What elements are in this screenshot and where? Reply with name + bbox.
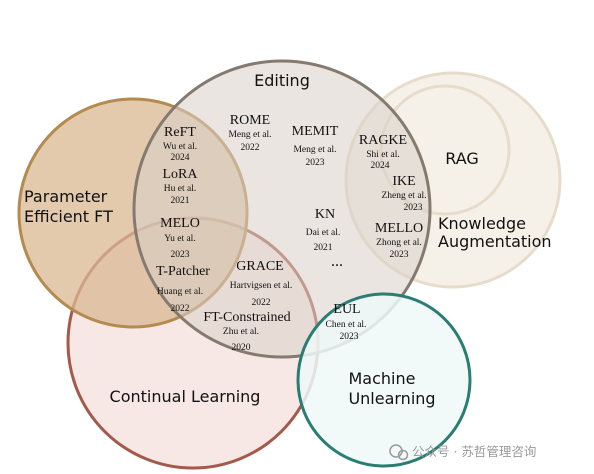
method-citation: Dai et al. bbox=[306, 228, 341, 238]
method-year: 2021 bbox=[314, 243, 333, 253]
method-citation: Hu et al. bbox=[164, 184, 196, 194]
method-eul: EUL Chen et al. 2023 bbox=[326, 302, 367, 342]
method-year: 2022 bbox=[171, 304, 190, 314]
method-name: RAGKE bbox=[359, 133, 407, 148]
wechat-icon-inner bbox=[397, 449, 409, 461]
method-name: T-Patcher bbox=[156, 264, 210, 279]
method-citation: Shi et al. bbox=[366, 150, 400, 160]
method-citation: Chen et al. bbox=[326, 320, 367, 330]
method-year: 2023 bbox=[306, 158, 325, 168]
method-melo: MELO Yu et al. 2023 bbox=[160, 216, 200, 260]
method-lora: LoRA Hu et al. 2021 bbox=[163, 167, 199, 206]
method-citation: Zheng et al. bbox=[381, 191, 426, 201]
method-year: 2023 bbox=[171, 250, 190, 260]
editing-label: Editing bbox=[254, 71, 310, 90]
method-citation: Yu et al. bbox=[164, 234, 195, 244]
method-memit: MEMIT Meng et al. 2023 bbox=[292, 124, 339, 168]
method-year: 2022 bbox=[241, 143, 260, 153]
method-ragke: RAGKE Shi et al. 2024 bbox=[359, 133, 407, 171]
continual-learning-label: Continual Learning bbox=[110, 387, 261, 406]
method-citation: Wu et al. bbox=[163, 142, 197, 152]
method-name: KN bbox=[315, 207, 335, 222]
method-year: 2024 bbox=[371, 161, 390, 171]
method-year: 2023 bbox=[404, 203, 423, 213]
method-year: 2022 bbox=[252, 298, 271, 308]
watermark-text: 公众号 · 苏哲管理咨询 bbox=[412, 444, 536, 459]
method-citation: Zhong et al. bbox=[376, 238, 422, 248]
watermark: 公众号 · 苏哲管理咨询 bbox=[389, 444, 536, 461]
method-citation: Hartvigsen et al. bbox=[230, 281, 293, 291]
rag-label: RAG bbox=[445, 149, 479, 168]
method-year: 2021 bbox=[171, 196, 190, 206]
method-name: MELO bbox=[160, 216, 200, 231]
method-kn: KN Dai et al. 2021 bbox=[306, 207, 341, 253]
method-name: IKE bbox=[392, 174, 415, 189]
method-citation: Zhu et al. bbox=[223, 327, 259, 337]
machine-unlearning-circle bbox=[296, 292, 472, 468]
more-methods-ellipsis: ... bbox=[331, 253, 343, 270]
peft-label-line2: Efficient FT bbox=[24, 207, 113, 226]
method-name: LoRA bbox=[163, 167, 199, 182]
method-ft-constrained: FT-Constrained Zhu et al. 2020 bbox=[203, 310, 290, 353]
method-name: ROME bbox=[230, 113, 270, 128]
method-grace: GRACE Hartvigsen et al. 2022 bbox=[230, 259, 293, 308]
mu-label-line2: Unlearning bbox=[348, 389, 435, 408]
method-t-patcher: T-Patcher Huang et al. 2022 bbox=[156, 264, 210, 314]
method-reft: ReFT Wu et al. 2024 bbox=[163, 125, 197, 163]
method-name: GRACE bbox=[236, 259, 283, 274]
method-mello: MELLO Zhong et al. 2023 bbox=[375, 221, 423, 260]
method-year: 2020 bbox=[232, 343, 251, 353]
editing-circle bbox=[132, 59, 432, 359]
method-rome: ROME Meng et al. 2022 bbox=[228, 113, 271, 153]
method-citation: Meng et al. bbox=[293, 145, 336, 155]
method-name: MELLO bbox=[375, 221, 423, 236]
method-name: EUL bbox=[333, 302, 360, 317]
method-year: 2024 bbox=[171, 153, 190, 163]
ka-label-line1: Knowledge bbox=[438, 214, 526, 233]
method-year: 2023 bbox=[390, 250, 409, 260]
method-ike: IKE Zheng et al. 2023 bbox=[381, 174, 426, 213]
method-citation: Huang et al. bbox=[157, 287, 203, 297]
method-name: FT-Constrained bbox=[203, 310, 290, 325]
peft-label-line1: Parameter bbox=[24, 187, 108, 206]
method-citation: Meng et al. bbox=[228, 130, 271, 140]
method-name: MEMIT bbox=[292, 124, 339, 139]
method-year: 2023 bbox=[340, 332, 359, 342]
mu-label-line1: Machine bbox=[349, 369, 416, 388]
method-name: ReFT bbox=[164, 125, 196, 140]
ka-label-line2: Augmentation bbox=[438, 232, 552, 251]
